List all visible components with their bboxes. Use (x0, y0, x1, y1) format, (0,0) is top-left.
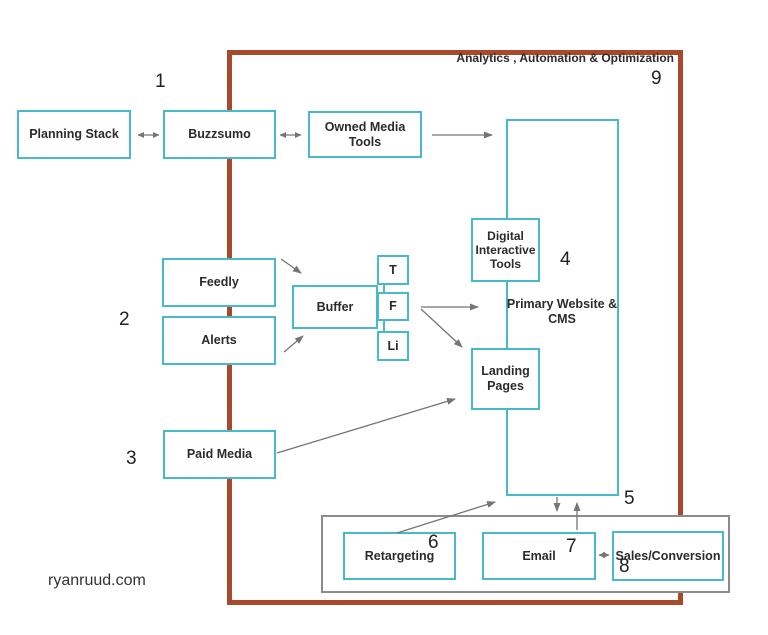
arrow-alerts-to-buffer (283, 335, 304, 353)
linkedin-box: Li (377, 331, 409, 361)
retargeting-label: Retargeting (364, 548, 435, 563)
planning-stack-label: Planning Stack (29, 127, 119, 142)
twitter-label: T (389, 262, 397, 277)
arrow-feedly-to-buffer (280, 258, 302, 274)
arrow-paid-media-to-landing-pages (276, 397, 456, 454)
feedly-label: Feedly (199, 275, 239, 290)
email-label: Email (522, 548, 556, 563)
primary-website-cms-label: Primary Website & CMS (506, 297, 618, 326)
step-number-8: 8 (619, 556, 630, 577)
step-number-4: 4 (560, 249, 571, 270)
watermark-text: ryanruud.com (48, 572, 146, 589)
landing-pages-label: Landing Pages (481, 364, 530, 393)
step-number-9: 9 (651, 68, 662, 89)
paid-media-box: Paid Media (163, 430, 276, 479)
twitter-box: T (377, 255, 409, 285)
owned-media-tools-box: Owned Media Tools (308, 111, 422, 158)
retargeting-box: Retargeting (343, 532, 456, 580)
step-number-6: 6 (428, 532, 439, 553)
email-box: Email (482, 532, 596, 580)
step-number-5: 5 (624, 488, 635, 509)
buzzsumo-box: Buzzsumo (163, 110, 276, 159)
facebook-box: F (377, 292, 409, 321)
step-number-1: 1 (155, 71, 166, 92)
paid-media-label: Paid Media (186, 447, 253, 462)
digital-interactive-tools-box: Digital Interactive Tools (471, 218, 540, 282)
planning-stack-box: Planning Stack (17, 110, 131, 159)
alerts-label: Alerts (201, 333, 237, 348)
buffer-label: Buffer (316, 299, 354, 314)
sales-conversion-label: Sales/Conversion (615, 548, 721, 563)
facebook-label: F (389, 299, 397, 314)
feedly-box: Feedly (162, 258, 276, 307)
frame-title: Analytics , Automation & Optimization (456, 51, 674, 65)
owned-media-tools-label: Owned Media Tools (324, 119, 406, 149)
step-number-3: 3 (126, 448, 137, 469)
buzzsumo-label: Buzzsumo (188, 127, 251, 142)
landing-pages-box: Landing Pages (471, 348, 540, 410)
alerts-box: Alerts (162, 316, 276, 365)
digital-interactive-tools-label: Digital Interactive Tools (475, 228, 536, 272)
step-number-7: 7 (566, 536, 577, 557)
buffer-box: Buffer (292, 285, 378, 329)
linkedin-label: Li (387, 338, 399, 353)
step-number-2: 2 (119, 309, 130, 330)
arrow-buffer-to-landing-pages (420, 308, 463, 348)
